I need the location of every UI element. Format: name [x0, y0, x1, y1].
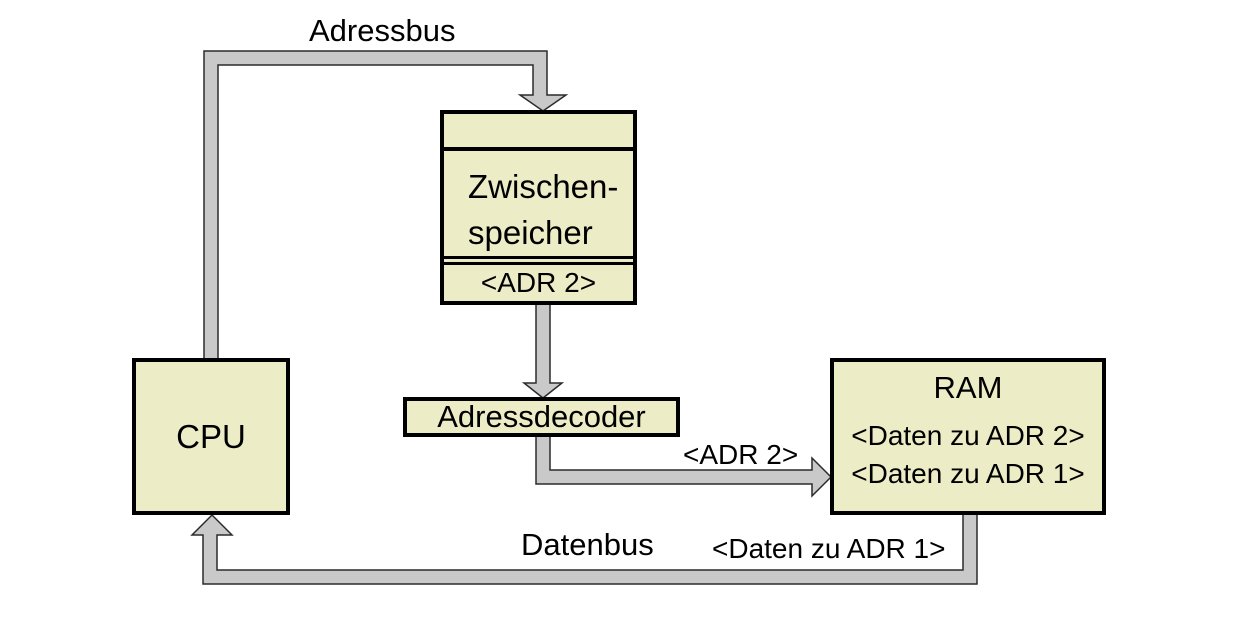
buffer-adr2-slot: <ADR 2> [444, 256, 633, 301]
data-bus-label: Datenbus [521, 527, 654, 562]
buffer-box: Zwischen- speicher <ADR 2> [440, 110, 637, 305]
buffer-label-line1: Zwischen- [468, 168, 619, 206]
buffer-to-decoder-arrow [521, 302, 565, 399]
daten-adr1-bus-label: <Daten zu ADR 1> [712, 533, 946, 564]
decoder-box: Adressdecoder [403, 397, 680, 437]
address-bus-label: Adressbus [309, 13, 456, 48]
data-bus-line [190, 511, 978, 585]
adr2-bus-label: <ADR 2> [683, 439, 799, 470]
ram-title: RAM [933, 370, 1003, 405]
ram-row-adr2: <Daten zu ADR 2> [851, 420, 1085, 451]
decoder-to-ram-arrow [535, 433, 833, 498]
ram-box: RAM <Daten zu ADR 2> <Daten zu ADR 1> [830, 358, 1106, 515]
ram-row-adr1: <Daten zu ADR 1> [851, 458, 1085, 489]
buffer-label-line2: speicher [468, 214, 593, 252]
buffer-label: Zwischen- speicher [444, 151, 633, 256]
buffer-empty-slot [444, 114, 633, 152]
cpu-label: CPU [176, 417, 246, 455]
decoder-label: Adressdecoder [437, 399, 646, 434]
cpu-box: CPU [132, 358, 290, 515]
